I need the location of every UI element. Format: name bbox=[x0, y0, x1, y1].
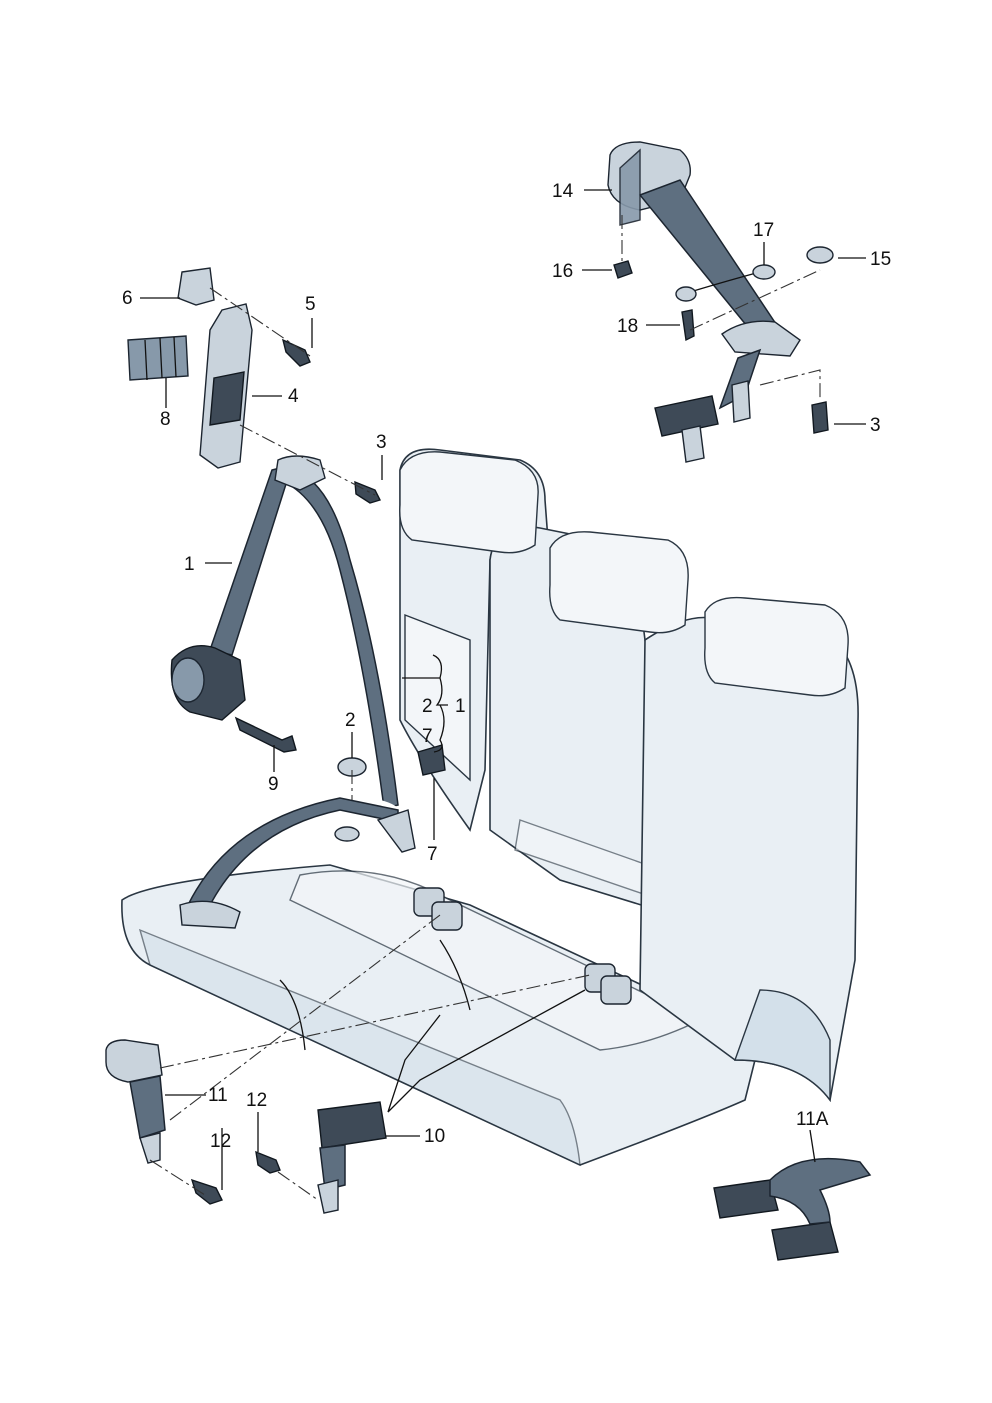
leader-lines bbox=[140, 189, 866, 1190]
three-point-belt bbox=[170, 455, 416, 929]
callout-4: 4 bbox=[288, 386, 299, 407]
callout-3-upper: 3 bbox=[376, 432, 387, 453]
callout-labels: 1 1 2 7 2 3 4 5 6 7 8 9 10 11 11A 12 12 … bbox=[122, 181, 891, 1152]
callout-16: 16 bbox=[552, 261, 573, 282]
callout-3-right: 3 bbox=[870, 415, 881, 436]
height-adjuster-assembly bbox=[127, 267, 381, 753]
callout-9: 9 bbox=[268, 774, 279, 795]
callout-11: 11 bbox=[208, 1085, 228, 1106]
callout-8: 8 bbox=[160, 409, 171, 430]
callout-2: 2 bbox=[345, 710, 356, 731]
callout-14: 14 bbox=[552, 181, 574, 202]
callout-6: 6 bbox=[122, 288, 133, 309]
callout-12-left: 12 bbox=[210, 1131, 231, 1152]
belt-guide-parts bbox=[334, 744, 446, 842]
callout-10: 10 bbox=[424, 1126, 445, 1147]
callout-18: 18 bbox=[617, 316, 638, 337]
callout-5: 5 bbox=[305, 294, 316, 315]
buckle-parts bbox=[105, 1039, 872, 1261]
callout-12-right: 12 bbox=[246, 1090, 267, 1111]
assembly-lines bbox=[149, 215, 821, 1201]
callout-1: 1 bbox=[184, 554, 195, 575]
centre-belt-retractor bbox=[607, 141, 834, 463]
callout-1-group: 1 bbox=[455, 696, 466, 717]
callout-11a: 11A bbox=[796, 1109, 829, 1130]
callout-2-group: 2 bbox=[422, 696, 433, 717]
rear-seat-bench bbox=[121, 448, 859, 1167]
callout-7: 7 bbox=[427, 844, 438, 865]
callout-7-group: 7 bbox=[422, 726, 433, 747]
callout-17: 17 bbox=[753, 220, 774, 241]
callout-15: 15 bbox=[870, 249, 891, 270]
